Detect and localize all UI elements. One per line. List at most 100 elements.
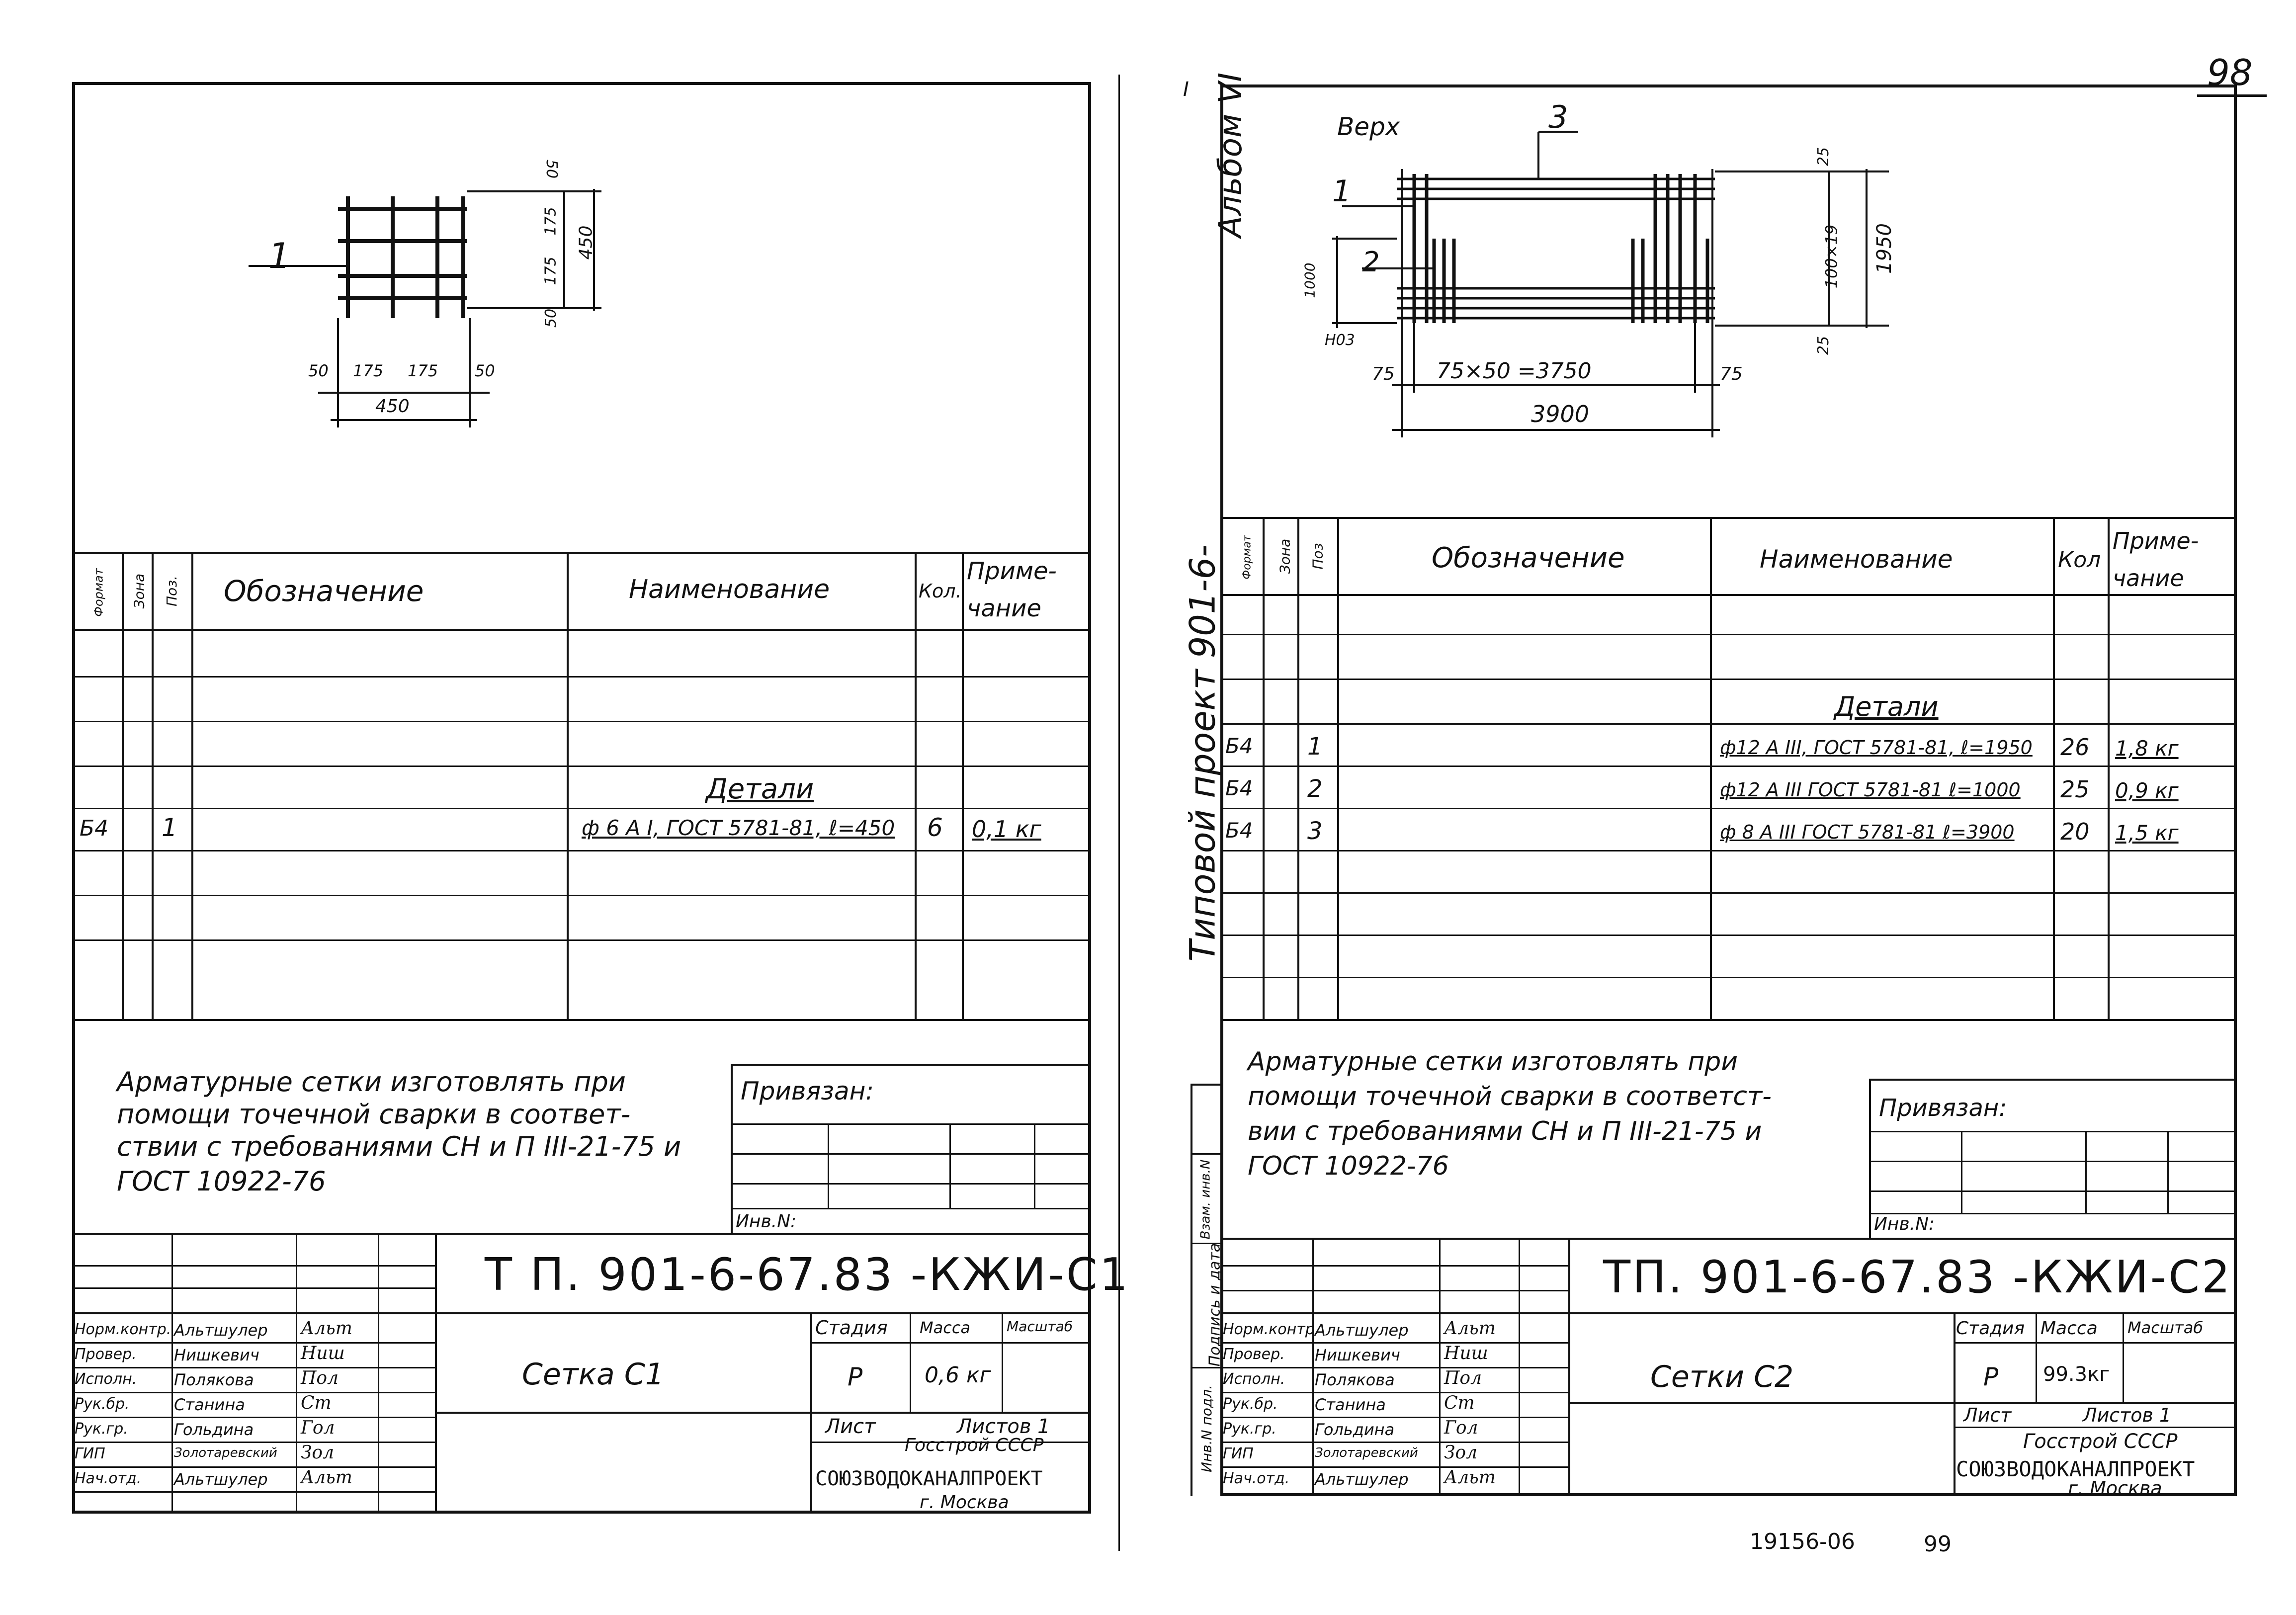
left-stage: Р (848, 1362, 863, 1391)
left-position-label: 1 (268, 236, 291, 276)
left-staff-role-4: Рук.бр. (75, 1395, 130, 1413)
right-col-qty: Кол (2058, 547, 2101, 573)
left-staff-sign-6: Зол (301, 1443, 335, 1463)
left-staff-name-7: Альтшулер (174, 1470, 268, 1489)
left-staff-sign-5: Гол (301, 1418, 335, 1438)
left-inv-no: Инв.N: (736, 1211, 797, 1232)
left-staff-sign-7: Альт (301, 1467, 352, 1488)
right-row2-pos: 2 (1307, 775, 1323, 803)
right-staff-role-5: Рук.гр. (1223, 1420, 1276, 1438)
right-pos-2: 2 (1362, 246, 1380, 278)
left-col-note-2: чание (967, 595, 1041, 622)
right-staff-role-2: Провер. (1223, 1346, 1285, 1363)
right-col-note-2: чание (2113, 565, 2184, 592)
right-row2-qty: 25 (2060, 776, 2090, 803)
left-dim-right-50: 50 (475, 361, 495, 380)
left-staff-sign-1: Альт (301, 1318, 352, 1339)
left-staff-sign-3: Пол (301, 1368, 339, 1388)
right-drawing-code: ТП. 901-6-67.83 -КЖИ-С2 (1603, 1251, 2232, 1303)
left-sheet-label: Лист (825, 1415, 876, 1438)
right-row3-name: ф 8 А III ГОСТ 5781-81 ℓ=3900 (1720, 821, 2015, 843)
right-dim-n03: Н03 (1325, 332, 1355, 349)
right-dim-75-left: 75 (1372, 364, 1395, 384)
right-row2-note: 0,9 кг (2115, 778, 2179, 803)
left-staff-name-2: Нишкевич (174, 1346, 259, 1364)
right-org-2: СОЮЗВОДОКАНАЛПРОЕКТ (1956, 1457, 2195, 1481)
right-staff-role-7: Нач.отд. (1223, 1470, 1290, 1487)
left-staff-name-3: Полякова (174, 1370, 254, 1389)
right-staff-name-4: Станина (1315, 1395, 1386, 1414)
left-sheets-label: Листов 1 (957, 1415, 1050, 1438)
right-org-1: Госстрой СССР (2023, 1430, 2178, 1453)
right-row2-format: Б4 (1225, 776, 1253, 800)
left-staff-sign-2: Ниш (301, 1343, 345, 1363)
right-staff-role-4: Рук.бр. (1223, 1395, 1278, 1413)
left-note-line-3: ствии с требованиями СН и П III-21-75 и (117, 1131, 681, 1162)
right-note-line-4: ГОСТ 10922-76 (1248, 1151, 1449, 1181)
right-staff-sign-7: Альт (1444, 1467, 1496, 1488)
right-row3-qty: 20 (2060, 818, 2090, 845)
right-stage-label: Стадия (1956, 1318, 2025, 1339)
right-dim-75x50: 75×50 =3750 (1437, 358, 1592, 384)
right-row3-pos: 3 (1307, 817, 1323, 845)
left-title: Сетка С1 (522, 1357, 664, 1392)
right-sheet-label: Лист (1963, 1404, 2012, 1426)
left-drawing-code: Т П. 901-6-67.83 -КЖИ-С1 (485, 1249, 1130, 1301)
right-staff-name-3: Полякова (1315, 1370, 1395, 1389)
bottom-page: 99 (1924, 1531, 1952, 1557)
left-staff-role-5: Рук.гр. (75, 1420, 128, 1438)
left-row1-note: 0,1 кг (972, 816, 1041, 843)
right-pos-3: 3 (1548, 99, 1568, 135)
left-col-name: Наименование (629, 575, 830, 604)
right-scale-label: Масштаб (2127, 1318, 2204, 1337)
right-staff-name-1: Альтшулер (1315, 1321, 1409, 1340)
left-row1-qty: 6 (927, 813, 943, 842)
left-spec-header-bottom (72, 629, 1091, 631)
left-org-1: Госстрой СССР (905, 1435, 1044, 1455)
right-staff-sign-2: Ниш (1444, 1343, 1488, 1363)
left-section-title: Детали (706, 773, 814, 805)
right-staff-name-7: Альтшулер (1315, 1470, 1409, 1489)
right-col-format: Формат (1241, 535, 1254, 580)
left-mass: 0,6 кг (925, 1362, 991, 1388)
left-staff-role-1: Норм.контр. (75, 1321, 171, 1338)
right-col-zone: Зона (1276, 538, 1293, 574)
right-inv-no: Инв.N: (1874, 1214, 1935, 1234)
right-row1-pos: 1 (1307, 733, 1323, 761)
left-staff-name-5: Гольдина (174, 1420, 254, 1439)
left-col-qty: Кол. (919, 580, 962, 602)
right-row1-note: 1,8 кг (2115, 736, 2179, 761)
right-staff-role-3: Исполн. (1223, 1370, 1285, 1388)
right-dim-1000: 1000 (1301, 262, 1318, 298)
left-row1-name: ф 6 А I, ГОСТ 5781-81, ℓ=450 (582, 816, 895, 840)
left-staff-role-7: Нач.отд. (75, 1470, 142, 1487)
left-staff-role-3: Исполн. (75, 1370, 137, 1388)
left-scale-label: Масштаб (1007, 1318, 1073, 1335)
right-staff-sign-4: Ст (1444, 1393, 1475, 1413)
left-staff-role-2: Провер. (75, 1346, 137, 1363)
bottom-doc-code: 19156-06 (1750, 1529, 1855, 1554)
right-note-line-3: вии с требованиями СН и П III-21-75 и (1248, 1116, 1762, 1146)
right-stage: Р (1983, 1362, 1999, 1391)
left-privyazan: Привязан: (741, 1077, 874, 1105)
right-dim-25-top: 25 (1815, 147, 1833, 167)
left-org-2: СОЮЗВОДОКАНАЛПРОЕКТ (815, 1467, 1043, 1490)
right-staff-name-2: Нишкевич (1315, 1346, 1400, 1364)
left-col-designation: Обозначение (224, 574, 424, 608)
right-note-line-1: Арматурные сетки изготовлять при (1248, 1047, 1738, 1077)
left-dim-left-175b: 175 (408, 361, 438, 380)
left-dim-total-h: 450 (375, 396, 410, 417)
left-col-note-1: Приме- (967, 557, 1057, 585)
right-org-3: г. Москва (2068, 1477, 2162, 1499)
left-staff-name-6: Золотаревский (174, 1445, 277, 1460)
left-dim-left-175a: 175 (353, 361, 384, 380)
right-privyazan: Привязан: (1879, 1094, 2007, 1122)
left-note-line-2: помощи точечной сварки в соответ- (117, 1099, 631, 1130)
right-staff-sign-6: Зол (1444, 1443, 1478, 1463)
left-staff-role-6: ГИП (75, 1445, 105, 1462)
right-row3-note: 1,5 кг (2115, 821, 2179, 845)
page-number-underline (2197, 94, 2267, 97)
left-stage-label: Стадия (815, 1317, 888, 1339)
right-dim-3900: 3900 (1531, 401, 1590, 427)
right-note-line-2: помощи точечной сварки в соответст- (1248, 1082, 1772, 1111)
